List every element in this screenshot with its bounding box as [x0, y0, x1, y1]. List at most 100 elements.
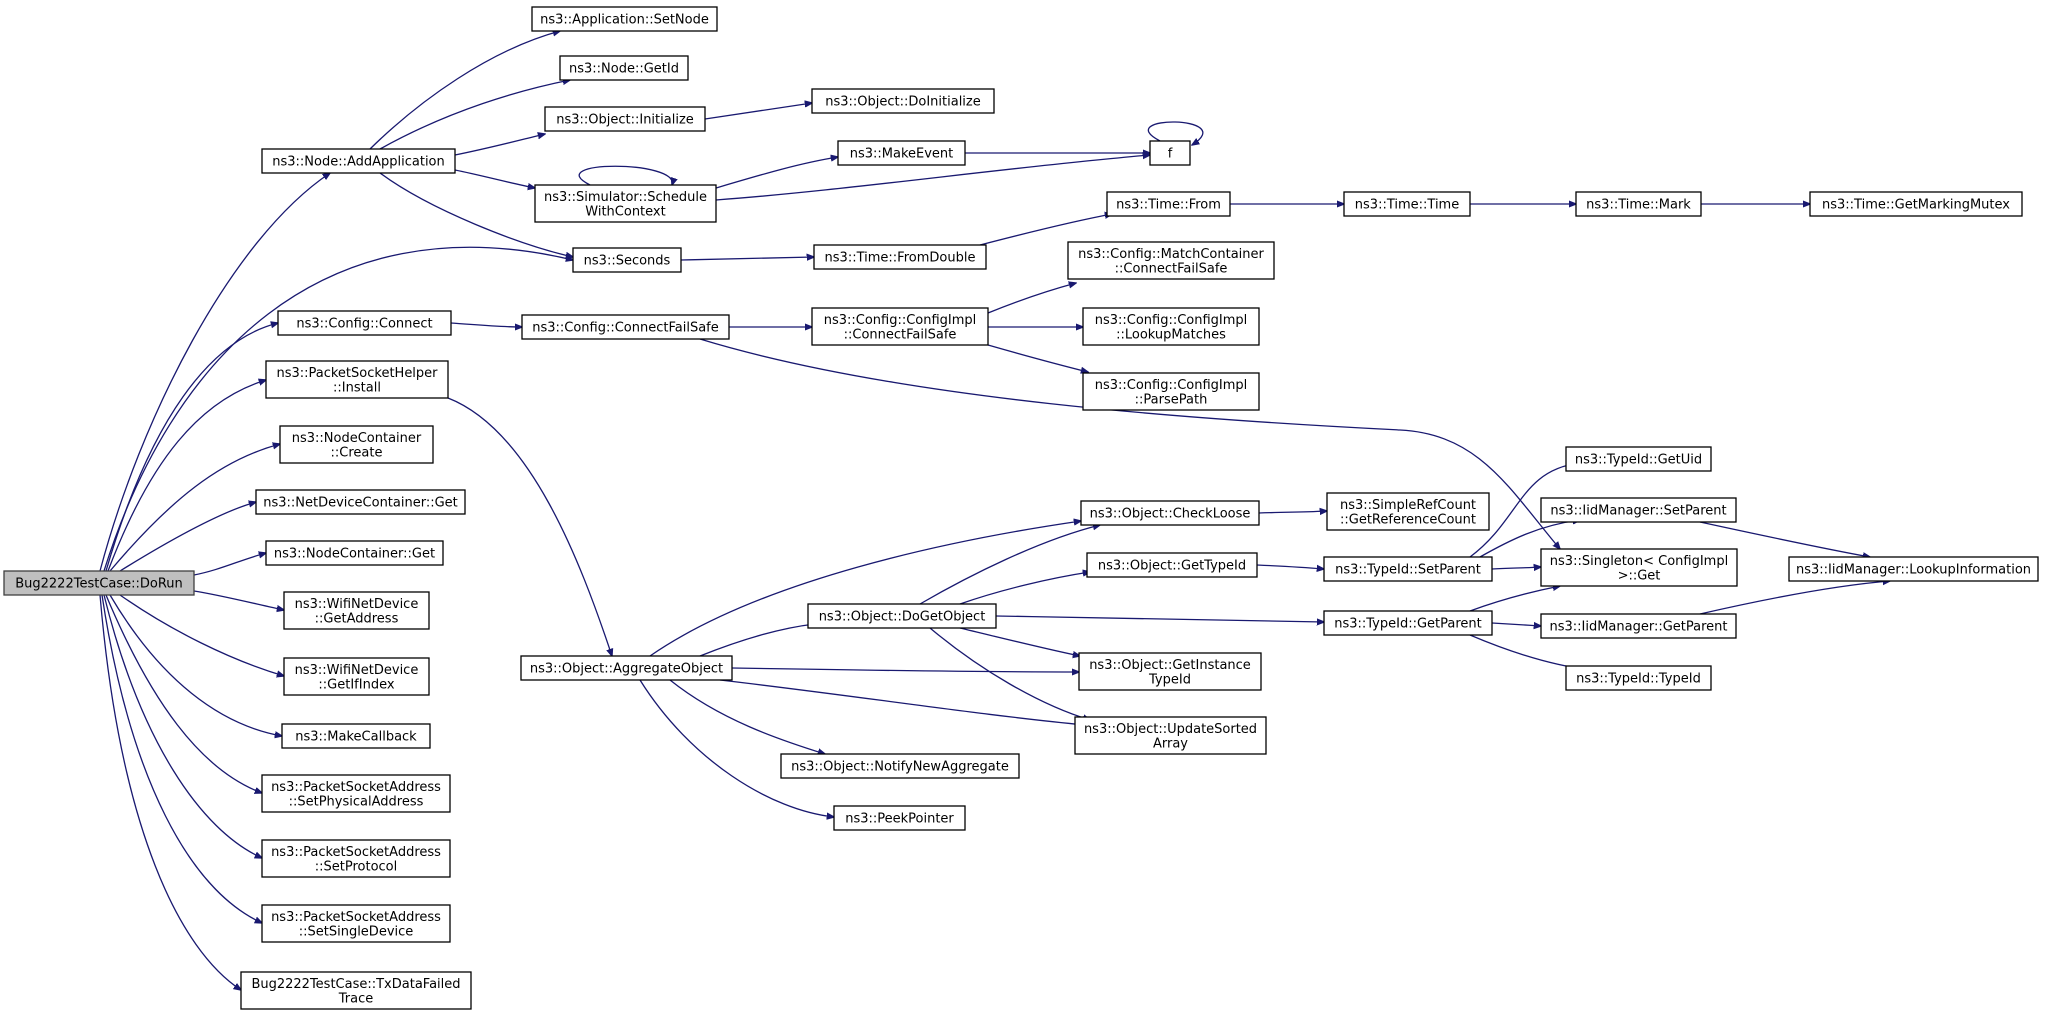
node-nccreate[interactable]: ns3::NodeContainer::Create: [279, 425, 434, 464]
node-label: ns3::Time::FromDouble: [825, 251, 976, 266]
node-label: ns3::Time::GetMarkingMutex: [1822, 198, 2010, 213]
node-label: ::GetAddress: [315, 611, 399, 626]
node-cfgconnect[interactable]: ns3::Config::Connect: [277, 310, 452, 336]
node-implconnectfs[interactable]: ns3::Config::ConfigImpl::ConnectFailSafe: [811, 307, 989, 346]
node-label: ns3::Node::GetId: [569, 62, 679, 77]
edge-dorun-to-txdatafailed: [99, 594, 241, 990]
node-lookupinfo[interactable]: ns3::IidManager::LookupInformation: [1788, 556, 2039, 582]
node-psinstall[interactable]: ns3::PacketSocketHelper::Install: [265, 360, 449, 399]
node-f[interactable]: f: [1149, 140, 1191, 166]
edge-tidsetparent-to-gettypeuid: [1469, 463, 1580, 558]
node-doinit[interactable]: ns3::Object::DoInitialize: [811, 88, 995, 114]
node-box: [807, 603, 997, 629]
node-label: Array: [1153, 736, 1188, 751]
node-box: [277, 310, 452, 336]
edge-tidgetparent-to-singleton: [1469, 586, 1560, 612]
node-setnode[interactable]: ns3::Application::SetNode: [531, 6, 718, 32]
node-wifigetaddr[interactable]: ns3::WifiNetDevice::GetAddress: [283, 591, 430, 630]
node-box: [279, 425, 434, 464]
node-aggobj[interactable]: ns3::Object::AggregateObject: [520, 655, 733, 681]
node-box: [3, 570, 195, 596]
node-peekpointer[interactable]: ns3::PeekPointer: [833, 805, 966, 831]
node-box: [520, 655, 733, 681]
node-box: [261, 148, 456, 174]
node-cfgconnectfs[interactable]: ns3::Config::ConnectFailSafe: [521, 314, 730, 340]
node-ndcget[interactable]: ns3::NetDeviceContainer::Get: [255, 489, 466, 515]
node-box: [1082, 307, 1260, 346]
edge-aggobj-to-notifynewagg: [669, 679, 825, 754]
edge-dorun-to-wifigetifindex: [119, 594, 284, 676]
edge-addapp-to-nodegetid: [379, 80, 570, 150]
node-box: [559, 55, 689, 81]
edge-dogetobject-to-tidgetparent: [995, 615, 1324, 622]
node-gettypeuid[interactable]: ns3::TypeId::GetUid: [1565, 446, 1712, 472]
node-label: ::SetSingleDevice: [299, 924, 414, 939]
node-label: ns3::Time::Time: [1355, 198, 1459, 213]
node-psasetsingle[interactable]: ns3::PacketSocketAddress::SetSingleDevic…: [261, 904, 451, 943]
edge-addapp-to-schedwc: [454, 169, 535, 188]
node-box: [1323, 610, 1493, 636]
node-label: ns3::Seconds: [584, 254, 671, 269]
node-iidsetparent[interactable]: ns3::IidManager::SetParent: [1540, 497, 1737, 523]
node-seconds[interactable]: ns3::Seconds: [572, 247, 682, 273]
node-nodegetid[interactable]: ns3::Node::GetId: [559, 55, 689, 81]
edge-psinstall-to-aggobj: [447, 397, 612, 656]
node-box: [261, 904, 451, 943]
node-lookupmatches[interactable]: ns3::Config::ConfigImpl::LookupMatches: [1082, 307, 1260, 346]
node-label: ns3::Config::Connect: [296, 317, 432, 332]
node-notifynewagg[interactable]: ns3::Object::NotifyNewAggregate: [780, 753, 1020, 779]
node-psasetphys[interactable]: ns3::PacketSocketAddress::SetPhysicalAdd…: [261, 774, 451, 813]
node-dogetobject[interactable]: ns3::Object::DoGetObject: [807, 603, 997, 629]
node-timemark[interactable]: ns3::Time::Mark: [1575, 191, 1702, 217]
edge-dorun-to-ncget: [193, 553, 266, 576]
node-label: ns3::Node::AddApplication: [272, 155, 445, 170]
node-box: [1323, 556, 1493, 582]
edge-objgettypeid-to-tidsetparent: [1256, 564, 1324, 569]
node-psasetproto[interactable]: ns3::PacketSocketAddress::SetProtocol: [261, 839, 451, 878]
node-box: [1326, 492, 1490, 531]
node-label: ns3::MakeEvent: [850, 147, 954, 162]
node-box: [534, 184, 717, 223]
node-label: ns3::PacketSocketAddress: [271, 845, 441, 860]
edge-iidgetparent-to-lookupinfo: [1699, 581, 1890, 615]
node-fromdouble[interactable]: ns3::Time::FromDouble: [813, 244, 987, 270]
node-singleton[interactable]: ns3::Singleton< ConfigImpl>::Get: [1540, 548, 1738, 587]
node-dorun[interactable]: Bug2222TestCase::DoRun: [3, 570, 195, 596]
node-wifigetifindex[interactable]: ns3::WifiNetDevice::GetIfIndex: [283, 657, 430, 696]
node-label: ::SetPhysicalAddress: [289, 794, 424, 809]
node-label: ns3::Singleton< ConfigImpl: [1550, 554, 1728, 569]
node-label: ::Install: [333, 380, 381, 395]
node-mcconnect[interactable]: ns3::Config::MatchContainer::ConnectFail…: [1067, 241, 1275, 280]
node-label: ns3::Application::SetNode: [540, 13, 709, 28]
node-label: ns3::NodeContainer: [292, 431, 422, 446]
node-makecallback[interactable]: ns3::MakeCallback: [281, 723, 431, 749]
node-tidsetparent[interactable]: ns3::TypeId::SetParent: [1323, 556, 1493, 582]
node-timefrom[interactable]: ns3::Time::From: [1106, 191, 1231, 217]
node-ncget[interactable]: ns3::NodeContainer::Get: [265, 540, 444, 566]
node-objinit[interactable]: ns3::Object::Initialize: [544, 106, 706, 132]
node-label: ::LookupMatches: [1116, 327, 1226, 342]
edge-dorun-to-psasetphys: [105, 594, 262, 793]
node-checkloose[interactable]: ns3::Object::CheckLoose: [1080, 500, 1260, 526]
node-label: ns3::Object::NotifyNewAggregate: [791, 760, 1009, 775]
edge-aggobj-to-peekpointer: [639, 679, 834, 817]
edge-addapp-to-objinit: [454, 134, 545, 156]
node-tidgetparent[interactable]: ns3::TypeId::GetParent: [1323, 610, 1493, 636]
node-parsepath[interactable]: ns3::Config::ConfigImpl::ParsePath: [1082, 372, 1260, 411]
node-srcgetref[interactable]: ns3::SimpleRefCount::GetReferenceCount: [1326, 492, 1490, 531]
node-makeevent[interactable]: ns3::MakeEvent: [837, 140, 966, 166]
node-objgettypeid[interactable]: ns3::Object::GetTypeId: [1086, 552, 1258, 578]
node-tidtypeid[interactable]: ns3::TypeId::TypeId: [1565, 665, 1712, 691]
node-iidgetparent[interactable]: ns3::IidManager::GetParent: [1540, 613, 1737, 639]
node-addapp[interactable]: ns3::Node::AddApplication: [261, 148, 456, 174]
node-label: ::GetReferenceCount: [1340, 512, 1476, 527]
node-timetime[interactable]: ns3::Time::Time: [1343, 191, 1471, 217]
node-label: ns3::Config::ConnectFailSafe: [532, 321, 719, 336]
node-getmarkmutex[interactable]: ns3::Time::GetMarkingMutex: [1809, 191, 2023, 217]
